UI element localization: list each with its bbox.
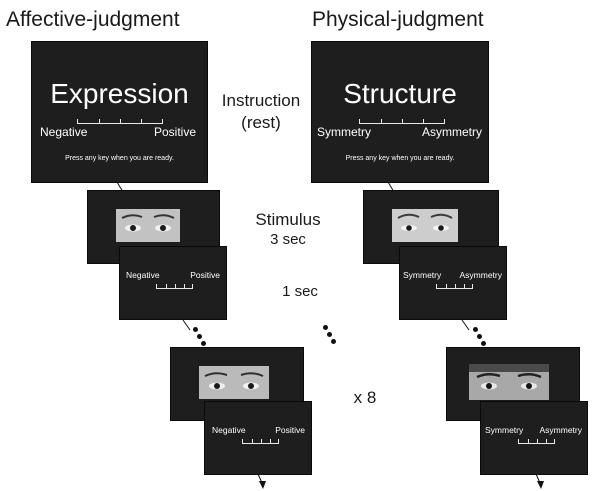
rating-scale xyxy=(156,284,193,289)
instruction-note: Press any key when you are ready. xyxy=(345,155,455,162)
ellipsis-dot xyxy=(327,332,332,337)
rating-scale xyxy=(77,119,163,124)
eyes-image xyxy=(116,209,180,242)
affective-rating-screen: Negative Positive xyxy=(204,401,312,475)
scale-right-label: Positive xyxy=(275,425,305,435)
ellipsis-dot xyxy=(477,334,482,339)
rating-scale xyxy=(242,439,279,444)
ellipsis-dot xyxy=(197,334,202,339)
stimulus-duration-label: 3 sec xyxy=(270,231,306,248)
ellipsis-dot xyxy=(193,327,198,332)
scale-right-label: Asymmetry xyxy=(459,270,503,280)
ellipsis-dot xyxy=(323,325,328,330)
scale-right-label: Asymmetry xyxy=(422,125,482,139)
ellipsis-dot xyxy=(473,327,478,332)
scale-right-label: Asymmetry xyxy=(539,425,583,435)
physical-instruction-screen: Structure Symmetry Asymmetry Press any k… xyxy=(311,41,489,183)
physical-rating-screen: Symmetry Asymmetry xyxy=(480,401,588,475)
affective-instruction-screen: Expression Negative Positive Press any k… xyxy=(31,41,208,183)
affective-rating-screen: Negative Positive xyxy=(119,246,227,320)
instruction-label: Instruction xyxy=(221,91,301,110)
repeat-label: x 8 xyxy=(353,388,377,407)
rating-scale xyxy=(436,284,473,289)
eyes-image xyxy=(392,209,458,242)
scale-left-label: Negative xyxy=(212,425,246,435)
eyes-image xyxy=(469,364,549,400)
scale-right-label: Positive xyxy=(190,270,220,280)
scale-left-label: Symmetry xyxy=(403,270,442,280)
instruction-title: Expression xyxy=(50,78,189,109)
scale-right-label: Positive xyxy=(153,125,196,139)
rating-scale xyxy=(518,439,555,444)
ellipsis-dot xyxy=(481,341,486,346)
scale-left-label: Negative xyxy=(126,270,160,280)
scale-left-label: Symmetry xyxy=(485,425,524,435)
ellipsis-dot xyxy=(201,341,206,346)
eyes-image xyxy=(199,366,269,399)
arrow-head xyxy=(537,481,544,489)
instruction-note: Press any key when you are ready. xyxy=(65,155,174,162)
scale-left-label: Symmetry xyxy=(317,125,371,139)
rating-duration-label: 1 sec xyxy=(282,283,318,300)
arrow-head xyxy=(259,481,266,489)
flow-line xyxy=(182,319,191,331)
rest-label: (rest) xyxy=(241,113,281,132)
flow-line xyxy=(461,319,470,331)
scale-left-label: Negative xyxy=(40,125,88,139)
physical-judgment-heading: Physical-judgment xyxy=(312,8,484,31)
physical-rating-screen: Symmetry Asymmetry xyxy=(399,246,507,320)
rating-scale xyxy=(359,119,445,124)
stimulus-label: Stimulus xyxy=(255,210,321,229)
ellipsis-dot xyxy=(331,339,336,344)
affective-judgment-heading: Affective-judgment xyxy=(6,8,180,31)
instruction-title: Structure xyxy=(343,78,457,109)
